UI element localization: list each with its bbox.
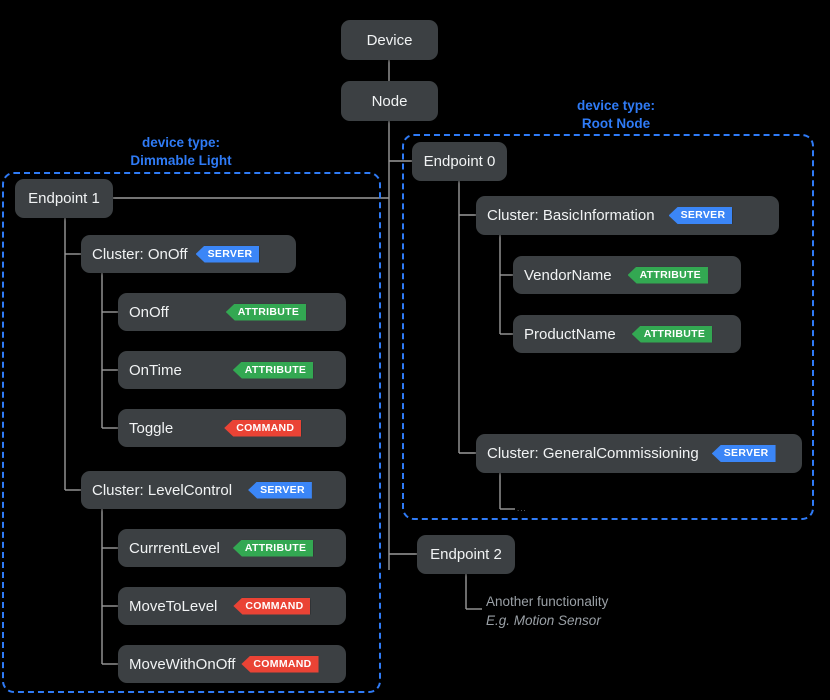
node-cluster-basicinformation[interactable]: Cluster: BasicInformation SERVER [476, 196, 779, 235]
item-row: CurrrentLevel ATTRIBUTE [118, 539, 346, 557]
badge-server: SERVER [711, 445, 776, 462]
badge-command: COMMAND [233, 597, 311, 615]
note-line1: Another functionality [486, 594, 609, 609]
cluster-onoff-label: Cluster: OnOff [92, 245, 188, 263]
node-item-movewithonoff[interactable]: MoveWithOnOff COMMAND [118, 645, 346, 683]
node-device[interactable]: Device [341, 20, 438, 60]
node-endpoint-0-label: Endpoint 0 [423, 153, 496, 170]
item-productname-label: ProductName [524, 325, 616, 343]
cluster-row: Cluster: OnOff SERVER [81, 245, 296, 263]
node-endpoint-1[interactable]: Endpoint 1 [15, 179, 113, 218]
node-item-vendorname[interactable]: VendorName ATTRIBUTE [513, 256, 741, 294]
node-node[interactable]: Node [341, 81, 438, 121]
item-row: MoveWithOnOff COMMAND [118, 655, 346, 673]
badge-server: SERVER [668, 207, 733, 224]
badge-command: COMMAND [241, 655, 319, 673]
cluster-row: Cluster: LevelControl SERVER [81, 481, 346, 499]
region-label-root-node: device type: Root Node [541, 97, 691, 133]
item-row: OnTime ATTRIBUTE [118, 361, 346, 379]
cluster-row: Cluster: BasicInformation SERVER [476, 207, 779, 224]
badge-command: COMMAND [224, 419, 302, 437]
badge-server: SERVER [248, 481, 312, 499]
cluster-generalcommissioning-label: Cluster: GeneralCommissioning [487, 445, 699, 462]
cluster-row: Cluster: GeneralCommissioning SERVER [476, 445, 802, 462]
node-cluster-levelcontrol[interactable]: Cluster: LevelControl SERVER [81, 471, 346, 509]
item-movewithonoff-label: MoveWithOnOff [129, 655, 236, 673]
region-label-line1: device type: [576, 98, 656, 113]
badge-attribute: ATTRIBUTE [627, 266, 708, 284]
badge-attribute: ATTRIBUTE [232, 539, 314, 557]
item-currrentlevel-label: CurrrentLevel [129, 539, 220, 557]
node-item-currrentlevel[interactable]: CurrrentLevel ATTRIBUTE [118, 529, 346, 567]
item-row: MoveToLevel COMMAND [118, 597, 346, 615]
badge-server: SERVER [195, 245, 260, 263]
badge-attribute: ATTRIBUTE [225, 303, 307, 321]
item-row: Toggle COMMAND [118, 419, 346, 437]
region-label-dimmable-light: device type: Dimmable Light [101, 134, 261, 170]
node-cluster-generalcommissioning[interactable]: Cluster: GeneralCommissioning SERVER [476, 434, 802, 473]
node-endpoint-1-label: Endpoint 1 [28, 190, 100, 207]
item-onoff-label: OnOff [129, 303, 169, 321]
node-item-movetolevel[interactable]: MoveToLevel COMMAND [118, 587, 346, 625]
node-node-label: Node [371, 92, 408, 110]
node-item-toggle[interactable]: Toggle COMMAND [118, 409, 346, 447]
region-dimmable-light [2, 172, 381, 693]
region-label-line2: Dimmable Light [130, 153, 232, 168]
node-device-label: Device [366, 31, 413, 49]
node-cluster-onoff[interactable]: Cluster: OnOff SERVER [81, 235, 296, 273]
badge-attribute: ATTRIBUTE [631, 325, 713, 343]
item-toggle-label: Toggle [129, 419, 174, 437]
node-item-productname[interactable]: ProductName ATTRIBUTE [513, 315, 741, 353]
item-row: ProductName ATTRIBUTE [513, 325, 741, 343]
badge-attribute: ATTRIBUTE [232, 361, 314, 379]
item-vendorname-label: VendorName [524, 266, 612, 284]
node-endpoint-0[interactable]: Endpoint 0 [412, 142, 507, 181]
node-item-onoff[interactable]: OnOff ATTRIBUTE [118, 293, 346, 331]
region-label-line2: Root Node [581, 116, 651, 131]
cluster-basicinformation-label: Cluster: BasicInformation [487, 207, 655, 224]
node-item-ontime[interactable]: OnTime ATTRIBUTE [118, 351, 346, 389]
ellipsis-text: ... [517, 504, 527, 513]
note-endpoint-2: Another functionality E.g. Motion Sensor [486, 592, 608, 630]
item-ontime-label: OnTime [129, 361, 182, 379]
cluster-levelcontrol-label: Cluster: LevelControl [92, 481, 233, 499]
item-row: OnOff ATTRIBUTE [118, 303, 346, 321]
node-endpoint-2[interactable]: Endpoint 2 [417, 535, 515, 574]
item-row: VendorName ATTRIBUTE [513, 266, 741, 284]
region-label-line1: device type: [141, 135, 221, 150]
item-movetolevel-label: MoveToLevel [129, 597, 218, 615]
region-root-node [402, 134, 814, 520]
note-line2: E.g. Motion Sensor [486, 613, 601, 628]
node-endpoint-2-label: Endpoint 2 [430, 546, 502, 563]
